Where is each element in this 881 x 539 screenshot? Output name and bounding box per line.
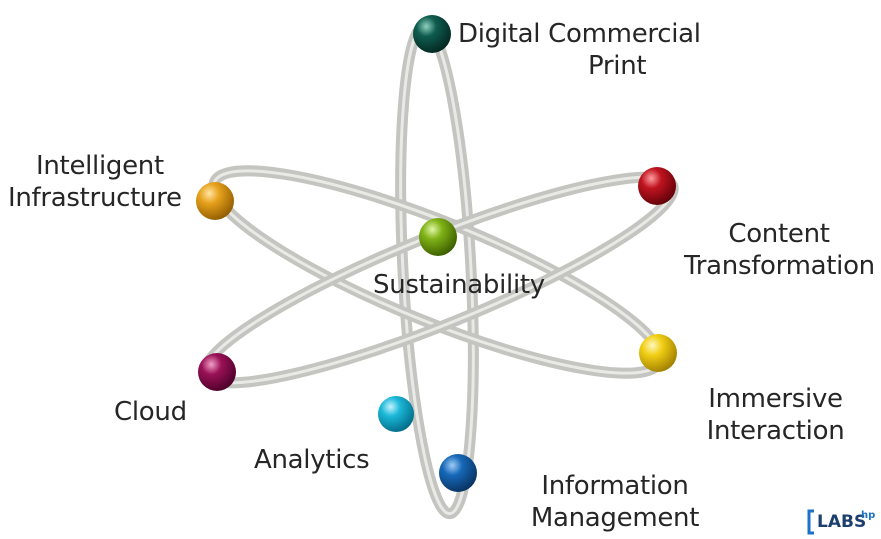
label-line: Digital Commercial <box>458 19 701 49</box>
label-line: Infrastructure <box>8 183 182 213</box>
label-information-management: Information Management <box>520 470 710 534</box>
label-line: Print <box>588 51 647 81</box>
logo-text: LABS <box>817 512 867 532</box>
node-intelligent-infrastructure <box>196 182 234 220</box>
label-analytics: Analytics <box>254 444 370 476</box>
label-line: Cloud <box>114 397 187 427</box>
label-line: Content <box>728 219 830 249</box>
logo-superscript: hp <box>861 510 876 521</box>
label-line: Intelligent <box>36 151 164 181</box>
label-immersive-interaction: Immersive Interaction <box>693 383 858 447</box>
label-digital-commercial-print: Digital Commercial Print <box>458 18 720 82</box>
label-line: Immersive <box>708 384 843 414</box>
node-information-management <box>439 454 477 492</box>
node-sustainability <box>419 218 457 256</box>
label-content-transformation: Content Transformation <box>684 218 875 282</box>
logo-bracket-icon <box>807 509 814 535</box>
labs-hp-logo: LABS hp <box>806 508 878 536</box>
node-digital-commercial-print <box>413 15 451 53</box>
label-cloud: Cloud <box>114 396 187 428</box>
label-line: Sustainability <box>373 270 545 300</box>
label-line: Information <box>541 471 689 501</box>
node-content-transformation <box>638 167 676 205</box>
label-intelligent-infrastructure: Intelligent Infrastructure <box>8 150 198 214</box>
nodes <box>196 15 677 492</box>
label-sustainability: Sustainability <box>373 269 545 301</box>
label-line: Management <box>530 503 700 533</box>
node-cloud <box>198 353 236 391</box>
label-line: Analytics <box>254 445 370 475</box>
label-line: Interaction <box>706 416 845 446</box>
node-analytics <box>378 396 414 432</box>
label-line: Transformation <box>684 251 875 281</box>
node-immersive-interaction <box>639 334 677 372</box>
